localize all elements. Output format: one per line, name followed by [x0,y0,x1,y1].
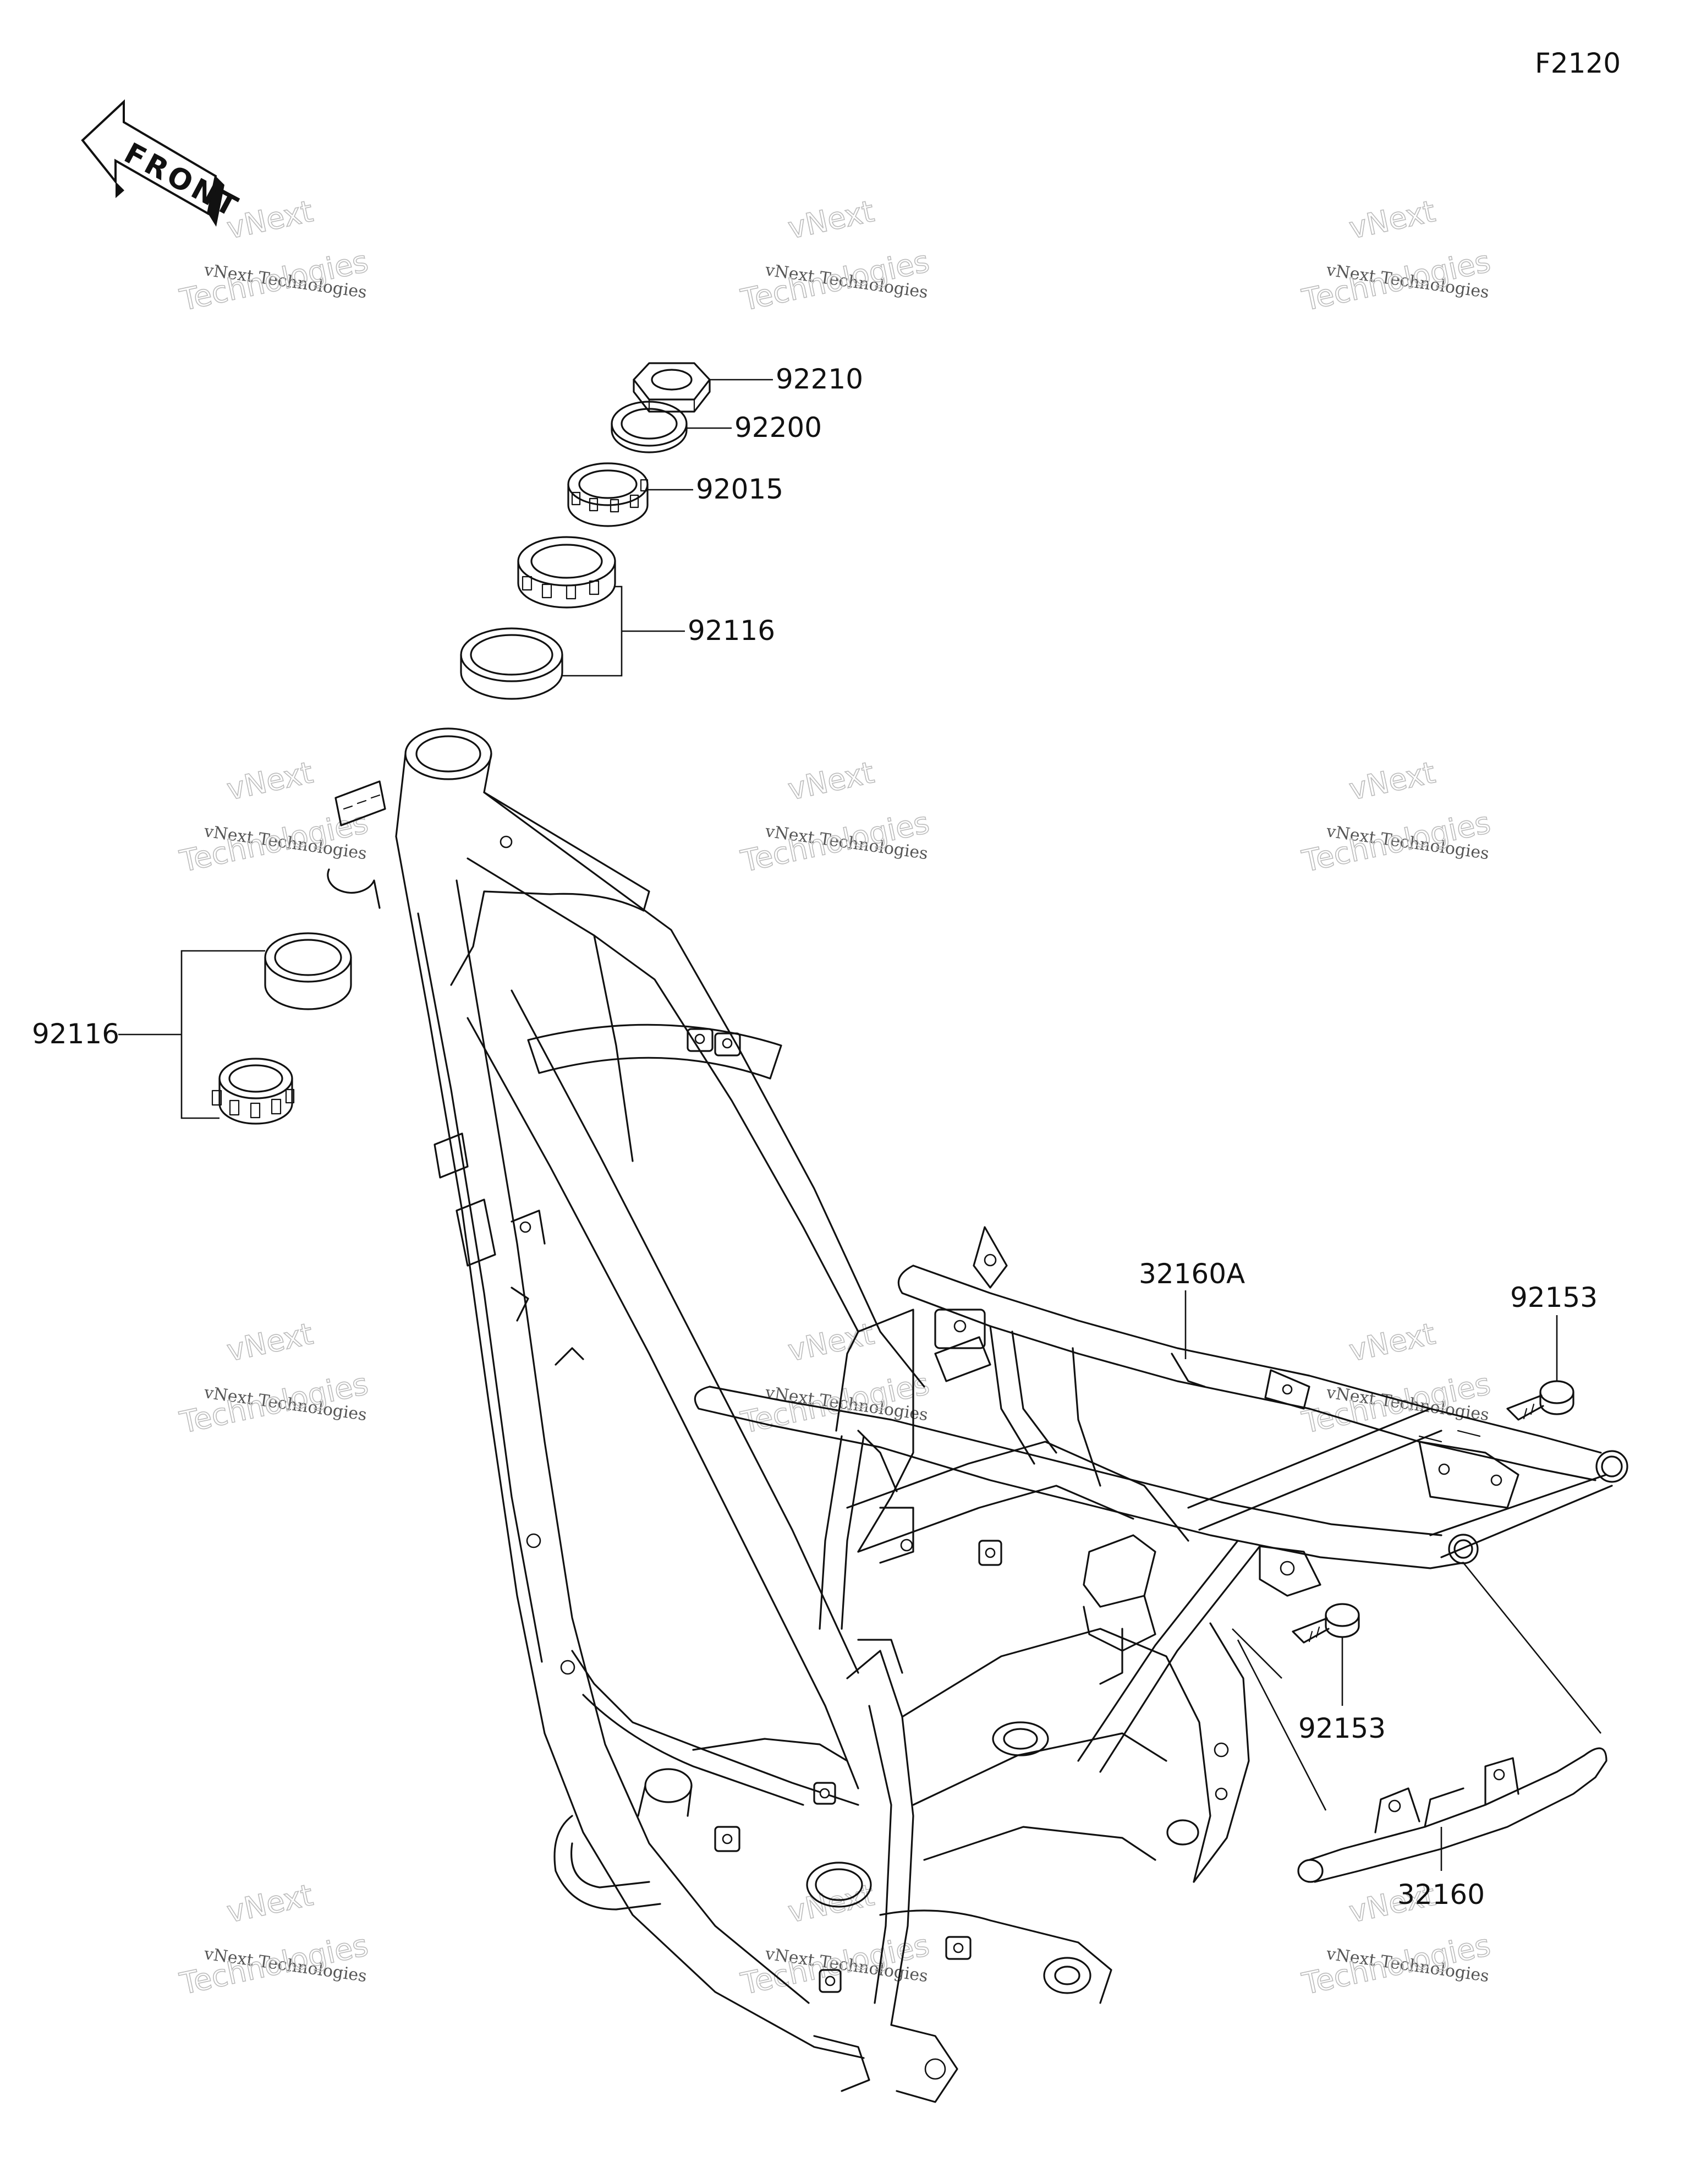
svg-text:Technologies: Technologies [177,1928,371,2001]
watermark: vNext vNext Technologies Technologies [176,1316,371,1441]
watermark: vNext vNext Technologies Technologies [1298,754,1494,879]
callout-92116-lower[interactable]: 92116 [32,1018,119,1050]
part-32160A-rear-subframe[interactable] [694,1226,1628,1773]
part-92210-nut[interactable] [633,362,711,413]
watermark: vNext vNext Technologies Technologies [737,193,932,318]
part-92153-bolt-center[interactable] [1292,1603,1360,1644]
svg-text:vNext: vNext [224,1316,316,1368]
leader-32160-assembly [1237,1562,1602,1811]
callout-92153-right[interactable]: 92153 [1510,1282,1598,1313]
watermark: vNext vNext Technologies Technologies [176,754,371,879]
svg-text:Technologies: Technologies [738,1366,932,1440]
watermark: vNext vNext Technologies Technologies [1298,193,1494,318]
svg-text:vNext: vNext [785,1316,877,1368]
svg-text:Technologies: Technologies [177,244,371,318]
leader-92116-lower [118,950,265,1119]
callout-32160[interactable]: 32160 [1397,1879,1485,1911]
callout-92210[interactable]: 92210 [776,363,863,395]
svg-text:Technologies: Technologies [177,805,371,879]
watermark: vNext vNext Technologies Technologies [176,1877,371,2002]
callout-32160A[interactable]: 32160A [1139,1258,1245,1290]
leader-92116-upper [562,585,685,677]
part-92153-bolt-right[interactable] [1506,1380,1574,1421]
svg-text:Technologies: Technologies [738,805,932,879]
svg-text:vNext: vNext [224,755,316,807]
callout-92116-upper[interactable]: 92116 [688,615,775,647]
svg-text:vNext: vNext [1346,194,1438,245]
part-92116-lower-bearing[interactable] [211,932,352,1125]
watermark: vNext vNext Technologies Technologies [737,1877,932,2002]
svg-text:vNext: vNext [1346,755,1438,807]
svg-text:Technologies: Technologies [738,244,932,318]
svg-text:Technologies: Technologies [738,1928,932,2001]
callout-92153-center[interactable]: 92153 [1298,1712,1386,1744]
part-92116-upper-bearing[interactable] [460,536,616,700]
svg-text:Technologies: Technologies [177,1366,371,1440]
front-arrow-icon: FRONT [81,99,245,227]
watermark: vNext vNext Technologies Technologies [737,754,932,879]
part-32160-stand[interactable] [1297,1747,1607,1883]
svg-text:vNext: vNext [224,1878,316,1929]
svg-text:Technologies: Technologies [1299,1366,1493,1440]
watermark: vNext vNext Technologies Technologies [1298,1316,1494,1441]
main-frame[interactable] [327,727,1250,2103]
callout-92200[interactable]: 92200 [734,412,822,444]
svg-text:Technologies: Technologies [1299,244,1493,318]
leader-92153-center-2 [1232,1628,1282,1679]
svg-text:Technologies: Technologies [1299,805,1493,879]
svg-text:vNext: vNext [785,755,877,807]
watermark: vNext vNext Technologies Technologies [737,1316,932,1441]
part-92200-washer[interactable] [611,401,688,453]
svg-text:Technologies: Technologies [1299,1928,1493,2001]
svg-text:vNext: vNext [785,194,877,245]
part-92015-steering-nut[interactable] [567,462,649,527]
callout-92015[interactable]: 92015 [696,473,783,505]
svg-text:vNext: vNext [1346,1316,1438,1368]
svg-text:vNext: vNext [785,1878,877,1929]
diagram-code: F2120 [1535,47,1621,79]
